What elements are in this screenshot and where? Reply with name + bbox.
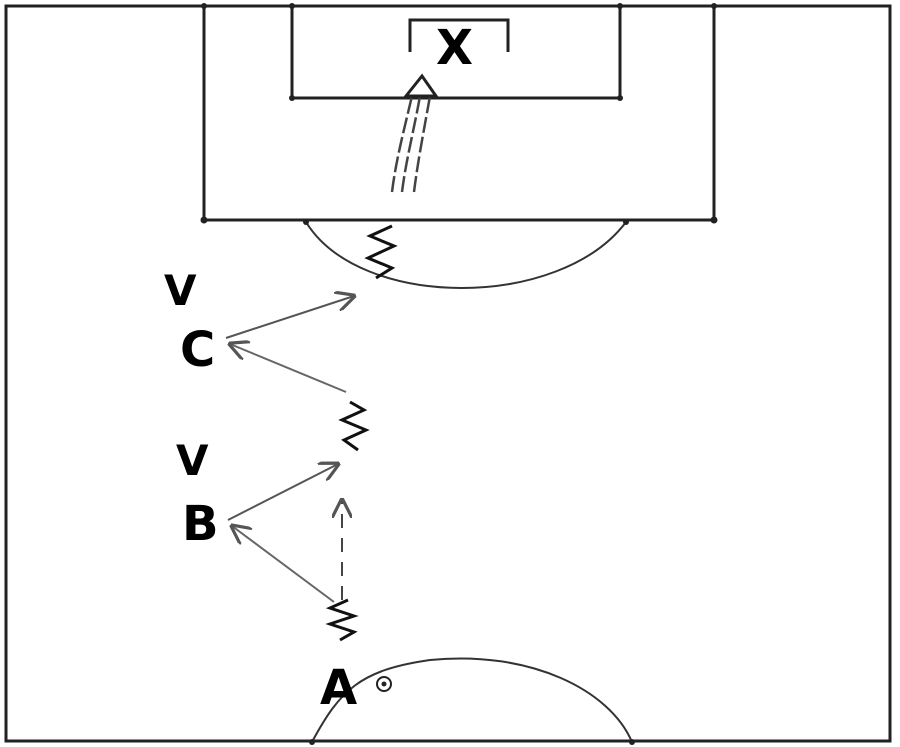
shot-paths bbox=[390, 95, 432, 193]
pass-a-to-b bbox=[232, 526, 335, 603]
pass-to-c bbox=[230, 344, 347, 393]
pass-b-return bbox=[227, 464, 338, 521]
pass-c-return bbox=[225, 296, 354, 339]
run-marker-b: V bbox=[176, 436, 209, 485]
player-c-label: C bbox=[180, 322, 216, 378]
goalkeeper-label: X bbox=[436, 20, 474, 76]
dribble-path-middle bbox=[338, 400, 370, 452]
centre-circle-arc bbox=[311, 657, 633, 743]
penalty-arc bbox=[305, 221, 627, 289]
dribble-path-a bbox=[325, 598, 359, 642]
goalkeeper-bracket bbox=[408, 18, 510, 52]
line-junction-dots bbox=[200, 3, 718, 745]
run-marker-c: V bbox=[164, 266, 197, 315]
pitch-boundary bbox=[4, 4, 892, 743]
dribble-path-top bbox=[364, 224, 398, 280]
player-b-label: B bbox=[182, 496, 219, 552]
shot-arrow-head bbox=[402, 73, 439, 98]
goal-area bbox=[290, 4, 622, 100]
player-a-label: A bbox=[320, 660, 358, 716]
